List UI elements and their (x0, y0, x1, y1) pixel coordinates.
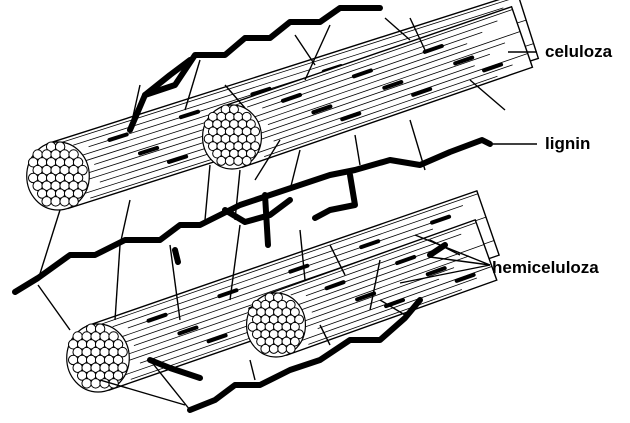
microfibril-end (225, 156, 234, 165)
crosslink (38, 285, 70, 330)
label-lignin: lignin (545, 135, 590, 152)
lignin-chain-middle-branch (225, 200, 290, 222)
fiber-end-bundle (67, 324, 130, 392)
crosslink (295, 35, 315, 65)
lignin-chain-stub (175, 250, 178, 262)
fiber-end-bundle (27, 142, 90, 210)
crosslink (100, 380, 185, 405)
crosslink (235, 170, 240, 220)
microfibril-end (261, 344, 270, 353)
microfibril-end (286, 344, 295, 353)
crosslink (205, 165, 210, 220)
lignin-chain-right (315, 175, 355, 218)
label-hemiceluloza: hemiceluloza (492, 259, 599, 276)
microfibril-end (69, 197, 78, 206)
fiber-end-bundle (203, 105, 262, 169)
cellulose-microfibrils (27, 0, 539, 392)
microfibril-end (234, 156, 243, 165)
microfibril-end (269, 344, 278, 353)
microfibril-end (278, 344, 287, 353)
crosslink (470, 80, 505, 110)
microfibril-end (42, 197, 51, 206)
fiber-end-bundle (247, 293, 306, 357)
microfibril-end (82, 379, 91, 388)
crosslink (115, 245, 120, 320)
microfibril-end (60, 197, 69, 206)
crosslink (250, 360, 255, 380)
label-celuloza: celuloza (545, 43, 612, 60)
microfibril-end (51, 197, 60, 206)
lignin-chain-stub (265, 195, 268, 245)
crosslink (355, 135, 360, 165)
microfibril-end (242, 156, 251, 165)
microfibril-end (91, 379, 100, 388)
microfibril-end (217, 156, 226, 165)
